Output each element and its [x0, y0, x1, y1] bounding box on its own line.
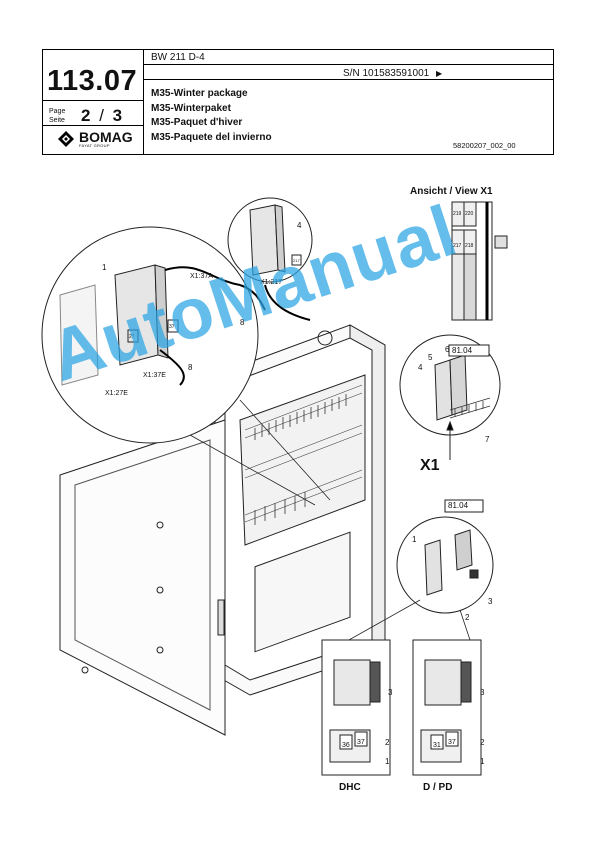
variant-label-dhc: DHC	[339, 782, 361, 793]
variant-terminal: 37	[357, 739, 365, 746]
variant-terminal: 31	[433, 742, 441, 749]
variant-panel-dpd	[412, 639, 482, 776]
callout-number: 6	[445, 345, 450, 354]
page-label: Page Seite	[49, 107, 65, 125]
callout-number: 2	[465, 613, 470, 622]
header-divider	[143, 50, 144, 154]
serial-text: S/N 101583591001	[343, 68, 430, 79]
cabinet-door	[59, 419, 226, 736]
callout-number: 5	[428, 353, 433, 362]
callout-number: 1	[385, 757, 390, 766]
variant-panel-dhc	[321, 639, 391, 776]
callout-number: 1	[412, 535, 417, 544]
page-number: 2 / 3	[81, 106, 122, 126]
view-cell-label: 218	[465, 243, 474, 249]
callout-number: 2	[385, 738, 390, 747]
header-rule	[43, 125, 143, 126]
callout-number: 3	[488, 597, 493, 606]
connector-label: X1:217	[260, 279, 282, 286]
x1-label: X1	[420, 457, 440, 474]
logo-subtitle: FAYAT GROUP	[79, 142, 110, 148]
callout-number: 3	[388, 688, 393, 697]
callout-number: 7	[485, 435, 490, 444]
callout-number: 1	[102, 263, 107, 272]
terminal-number: 217	[293, 258, 300, 263]
serial-number: S/N 101583591001 ▶	[343, 68, 442, 79]
magnifier-circle-main	[41, 226, 331, 506]
terminal-number: 37	[169, 324, 175, 330]
logo-wordmark: BOMAG	[79, 128, 133, 145]
callout-number: 1	[480, 757, 485, 766]
reference-code: 81.04	[452, 346, 473, 355]
title-de: M35-Winterpaket	[151, 102, 231, 114]
cabinet	[214, 324, 386, 696]
model-name: BW 211 D-4	[151, 52, 205, 63]
magnifier-circle-x1	[399, 334, 501, 460]
bomag-diamond-icon	[58, 131, 74, 147]
arrow-right-icon: ▶	[435, 69, 443, 78]
header-rule	[43, 100, 143, 101]
connector-label: X1:27E	[105, 390, 128, 397]
callout-number: 8	[240, 318, 245, 327]
view-cell-label: 220	[465, 211, 474, 217]
bomag-logo: BOMAG FAYAT GROUP	[57, 130, 133, 148]
page-separator: /	[99, 106, 104, 125]
exploded-view-figure: Ansicht / View X1 219 220 217 218 X1:37A…	[41, 186, 508, 793]
view-title: Ansicht / View X1	[410, 186, 493, 197]
magnifier-circle-detail	[339, 499, 494, 646]
callout-number: 4	[418, 363, 423, 372]
connector-label: X1:37A	[190, 273, 213, 280]
page-current: 2	[81, 106, 91, 125]
callout-number: 2	[480, 738, 485, 747]
variant-terminal: 36	[342, 742, 350, 749]
title-en: M35-Winter package	[151, 88, 248, 99]
callout-number: 3	[480, 688, 485, 697]
callout-number: 4	[297, 221, 302, 230]
view-x1-panel	[451, 201, 508, 321]
view-cell-label: 217	[453, 243, 462, 249]
header-rule	[143, 64, 553, 65]
callout-number: 8	[188, 363, 193, 372]
document-number: 58200207_002_00	[453, 141, 516, 150]
title-list: M35-Winter package M35-Winterpaket M35-P…	[151, 87, 272, 145]
page-label-de: Page	[49, 108, 66, 115]
terminal-number: 27	[129, 334, 135, 340]
variant-terminal: 37	[448, 739, 456, 746]
group-number: 113.07	[47, 65, 138, 97]
title-fr: M35-Paquet d'hiver	[151, 117, 243, 128]
title-es: M35-Paquete del invierno	[151, 131, 272, 143]
header-rule	[143, 79, 553, 80]
page-label-en: Seite	[49, 117, 65, 124]
page-total: 3	[112, 106, 123, 125]
variant-label-dpd: D / PD	[423, 782, 452, 793]
view-cell-label: 219	[453, 211, 462, 217]
magnifier-circle-top	[227, 197, 313, 321]
reference-code: 81.04	[448, 501, 469, 510]
header-table: BW 211 D-4 S/N 101583591001 ▶ 113.07 Pag…	[42, 49, 554, 155]
connector-label: X1:37E	[143, 372, 166, 379]
